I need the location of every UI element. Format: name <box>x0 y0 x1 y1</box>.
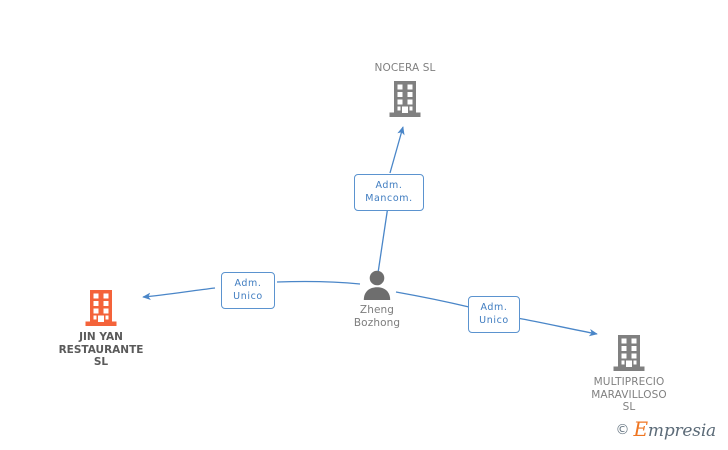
empresia-logo: Empresia <box>634 419 717 440</box>
edge-path-zheng-to-adm-unico-right <box>395 291 470 308</box>
building-icon <box>613 335 645 371</box>
edge-label-adm-unico-left[interactable]: Adm. Unico <box>221 272 275 309</box>
node-label-multiprecio-maravilloso-sl: MULTIPRECIO MARAVILLOSO SL <box>591 376 667 413</box>
node-zheng-bozhong[interactable]: Zheng Bozhong <box>297 269 457 329</box>
building-icon <box>389 80 421 117</box>
node-jin-yan-restaurante-sl[interactable]: JIN YAN RESTAURANTE SL <box>21 288 181 369</box>
edge-path-zheng-to-nocera <box>377 205 389 274</box>
edge-path-adm-unico-left-to-jin-yan <box>142 287 216 301</box>
node-label-nocera-sl: NOCERA SL <box>374 62 436 74</box>
empresia-logo-text: mpresia <box>647 421 716 441</box>
person-icon <box>363 270 391 300</box>
node-label-jin-yan-restaurante-sl: JIN YAN RESTAURANTE SL <box>58 331 144 368</box>
empresia-watermark: © Empresia <box>616 419 717 440</box>
building-icon <box>85 290 117 326</box>
edge-label-adm-mancom[interactable]: Adm. Mancom. <box>354 174 424 211</box>
node-label-zheng-bozhong: Zheng Bozhong <box>353 304 401 329</box>
edge-path-adm-unico-right-to-multiprecio <box>516 317 598 337</box>
empresia-logo-initial: E <box>633 417 649 441</box>
node-multiprecio-maravilloso-sl[interactable]: MULTIPRECIO MARAVILLOSO SL <box>549 333 709 414</box>
copyright-icon: © <box>615 421 630 438</box>
edge-path-zheng-to-adm-unico-left <box>276 280 361 285</box>
edge-path-mancom-to-nocera <box>389 126 405 174</box>
node-nocera-sl[interactable]: NOCERA SL <box>325 62 485 119</box>
edge-label-adm-unico-right[interactable]: Adm. Unico <box>468 296 520 333</box>
